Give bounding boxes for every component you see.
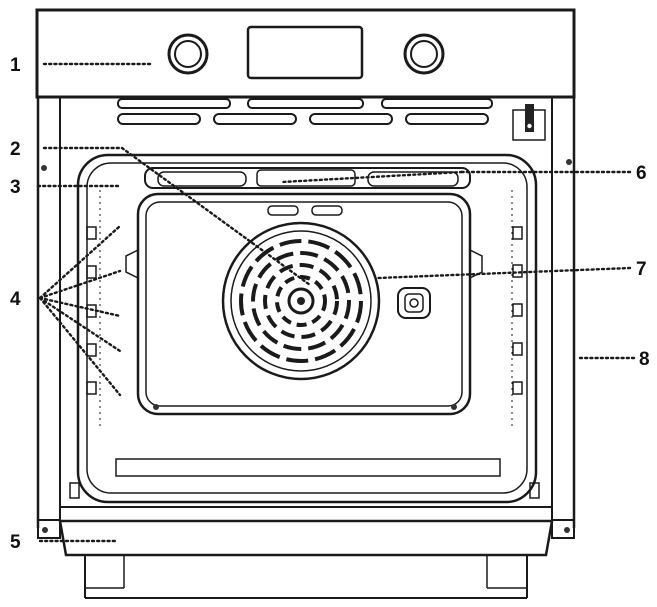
callout-5: 5 bbox=[10, 532, 21, 553]
callout-4: 4 bbox=[10, 289, 21, 310]
right-control-knob bbox=[403, 33, 445, 75]
callout-7: 7 bbox=[636, 259, 647, 280]
leader-7 bbox=[376, 266, 632, 280]
oven-lamp bbox=[397, 287, 431, 319]
top-heating-element bbox=[144, 167, 471, 189]
lower-door bbox=[58, 506, 554, 599]
leader-2b bbox=[120, 146, 312, 287]
display-window bbox=[246, 25, 364, 80]
frame-screw-right bbox=[566, 159, 572, 165]
callout-numbers: 1 2 3 4 5 6 7 8 bbox=[10, 55, 650, 553]
oven-cavity bbox=[76, 153, 538, 504]
control-panel bbox=[35, 8, 576, 99]
leader-6b bbox=[280, 170, 464, 184]
door-hinges bbox=[69, 482, 540, 499]
leader-4d bbox=[38, 296, 122, 353]
callout-3: 3 bbox=[10, 177, 21, 198]
rear-panel bbox=[125, 192, 483, 416]
leader-lines bbox=[36, 62, 636, 543]
cavity-bottom-panel bbox=[115, 458, 501, 477]
callout-6: 6 bbox=[636, 163, 647, 184]
leader-4c bbox=[38, 296, 122, 318]
oven-body-frame bbox=[36, 97, 576, 539]
callout-1: 1 bbox=[10, 55, 21, 76]
ventilation-slots bbox=[117, 98, 493, 125]
shelf-runners-left bbox=[86, 226, 97, 395]
fan-cover bbox=[221, 221, 381, 381]
frame-screw-left bbox=[41, 165, 47, 171]
leader-4a bbox=[38, 224, 122, 300]
door-lock-mechanism bbox=[512, 104, 546, 141]
callout-8: 8 bbox=[639, 349, 650, 370]
callout-2: 2 bbox=[10, 139, 21, 160]
leader-4e bbox=[38, 296, 122, 397]
leader-4b bbox=[38, 269, 122, 300]
left-control-knob bbox=[167, 33, 209, 75]
shelf-runners-right bbox=[512, 226, 523, 395]
